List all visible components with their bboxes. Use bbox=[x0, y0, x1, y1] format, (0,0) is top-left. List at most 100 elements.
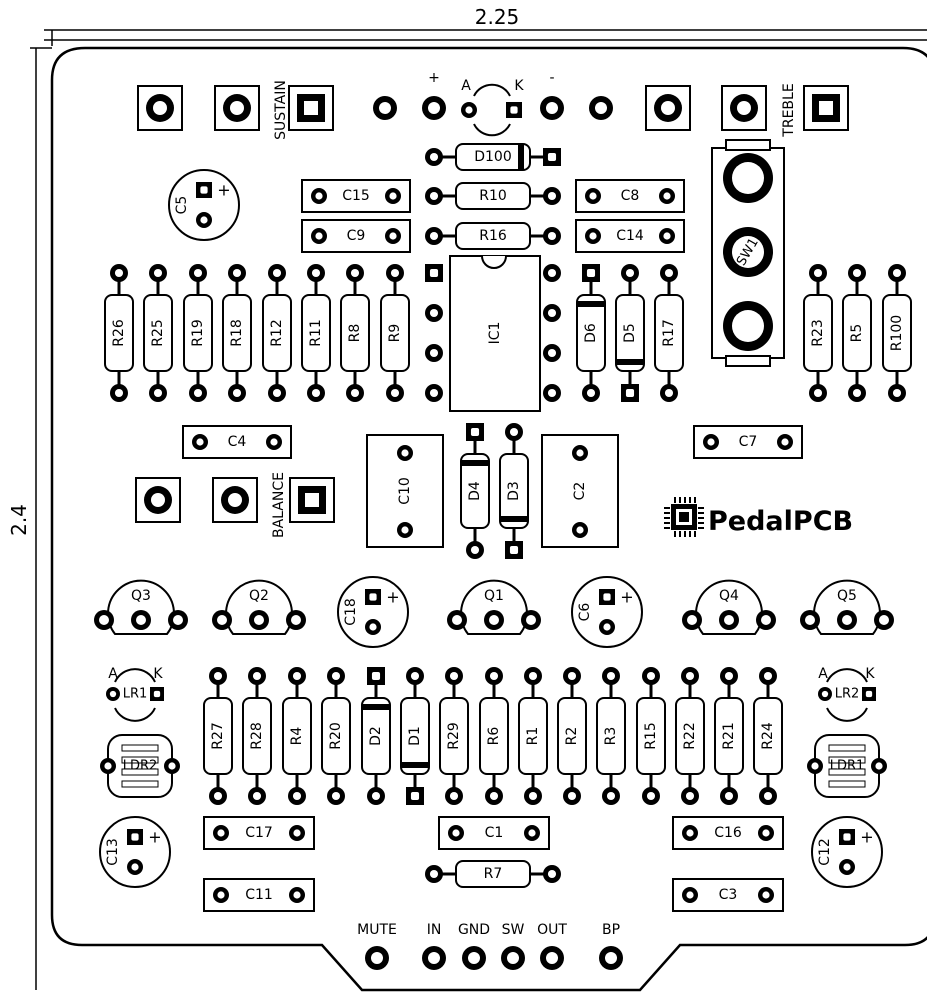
resistor-body bbox=[104, 294, 134, 372]
io-label: GND bbox=[458, 922, 490, 938]
resistor-label: R27 bbox=[210, 722, 226, 750]
width-dimension bbox=[44, 29, 927, 46]
electrolytic-capacitor bbox=[168, 169, 240, 241]
film-capacitor-label: C8 bbox=[621, 188, 640, 204]
io-label: OUT bbox=[537, 922, 567, 938]
diode-band bbox=[518, 144, 524, 170]
diode-band bbox=[401, 762, 429, 768]
film-capacitor-label: C1 bbox=[485, 825, 504, 841]
brand-name: PedalPCB bbox=[708, 506, 853, 537]
resistor-body bbox=[439, 697, 469, 775]
film-capacitor-label: C16 bbox=[714, 825, 742, 841]
led-label: LR1 bbox=[123, 687, 148, 702]
led-a-label: A bbox=[461, 78, 471, 94]
lr1-a-label: A bbox=[108, 666, 118, 682]
diode-body bbox=[499, 453, 529, 529]
resistor-body bbox=[596, 697, 626, 775]
diode-label: D5 bbox=[622, 323, 638, 343]
resistor-label: R5 bbox=[849, 324, 865, 343]
io-label: SW bbox=[502, 922, 525, 938]
resistor-body bbox=[675, 697, 705, 775]
electrolytic-capacitor bbox=[571, 576, 643, 648]
electrolytic-label: C6 bbox=[577, 603, 593, 622]
io-label: BP bbox=[602, 922, 620, 938]
film-capacitor-label: C14 bbox=[616, 228, 644, 244]
led-outline bbox=[114, 668, 156, 683]
polarity-plus: + bbox=[620, 588, 633, 607]
chip-logo-icon bbox=[664, 497, 704, 537]
resistor-body bbox=[143, 294, 173, 372]
resistor-body bbox=[518, 697, 548, 775]
diode-body bbox=[400, 697, 430, 775]
resistor-body bbox=[753, 697, 783, 775]
resistor-label: R17 bbox=[661, 319, 677, 347]
led-plus-label: + bbox=[428, 70, 440, 86]
film-capacitor-label: C3 bbox=[719, 887, 738, 903]
film-capacitor-label: C15 bbox=[342, 188, 370, 204]
diode-body bbox=[615, 294, 645, 372]
resistor-label: R25 bbox=[150, 319, 166, 347]
resistor-body bbox=[301, 294, 331, 372]
lr2-k-label: K bbox=[865, 666, 875, 682]
resistor-label: R26 bbox=[111, 319, 127, 347]
resistor-body bbox=[380, 294, 410, 372]
sustain-label: SUSTAIN bbox=[273, 80, 289, 140]
resistor-label: R10 bbox=[479, 188, 507, 204]
transistor-label: Q5 bbox=[837, 588, 857, 604]
resistor-label: R15 bbox=[643, 722, 659, 750]
resistor-label: R9 bbox=[387, 324, 403, 343]
resistor-body bbox=[455, 182, 531, 210]
height-dimension-label: 2.4 bbox=[7, 504, 31, 536]
resistor-body bbox=[636, 697, 666, 775]
resistor-label: R22 bbox=[682, 722, 698, 750]
led-outline bbox=[473, 83, 511, 97]
resistor-label: R12 bbox=[269, 319, 285, 347]
resistor-label: R16 bbox=[479, 228, 507, 244]
film-capacitor-label: C7 bbox=[739, 434, 758, 450]
electrolytic-label: C5 bbox=[174, 196, 190, 215]
electrolytic-capacitor bbox=[99, 816, 171, 888]
resistor-body bbox=[282, 697, 312, 775]
resistor-label: R18 bbox=[229, 319, 245, 347]
resistor-body bbox=[803, 294, 833, 372]
resistor-label: R23 bbox=[810, 319, 826, 347]
resistor-body bbox=[654, 294, 684, 372]
diode-band bbox=[362, 704, 390, 710]
film-capacitor-label: C11 bbox=[245, 887, 273, 903]
resistor-label: R24 bbox=[760, 722, 776, 750]
ic-notch bbox=[481, 255, 507, 269]
resistor-label: R1 bbox=[525, 727, 541, 746]
electrolytic-label: C13 bbox=[105, 838, 121, 866]
diode-band bbox=[461, 460, 489, 466]
transistor-label: Q3 bbox=[131, 588, 151, 604]
lr1-k-label: K bbox=[153, 666, 163, 682]
film-capacitor-label: C4 bbox=[228, 434, 247, 450]
board-outline bbox=[50, 46, 927, 992]
led-outline bbox=[826, 668, 868, 683]
film-capacitor-label: C9 bbox=[347, 228, 366, 244]
diode-label: D4 bbox=[467, 481, 483, 501]
diode-body bbox=[361, 697, 391, 775]
ldr-label: LDR1 bbox=[830, 759, 865, 774]
resistor-label: R100 bbox=[889, 315, 905, 351]
resistor-body bbox=[183, 294, 213, 372]
film-capacitor-label: C17 bbox=[245, 825, 273, 841]
resistor-body bbox=[203, 697, 233, 775]
resistor-body bbox=[222, 294, 252, 372]
led-label: LR2 bbox=[835, 687, 860, 702]
diode-band bbox=[577, 301, 605, 307]
diode-label: D6 bbox=[583, 323, 599, 343]
resistor-label: R7 bbox=[484, 866, 503, 882]
polarity-plus: + bbox=[148, 828, 161, 847]
diode-label: D1 bbox=[407, 726, 423, 746]
resistor-body bbox=[455, 860, 531, 888]
diode-label: D2 bbox=[368, 726, 384, 746]
diode-band bbox=[616, 359, 644, 365]
resistor-body bbox=[455, 222, 531, 250]
diode-label: D100 bbox=[474, 149, 512, 165]
ldr-label: LDR2 bbox=[123, 759, 158, 774]
io-label: IN bbox=[427, 922, 442, 938]
ic-label: IC1 bbox=[487, 322, 503, 345]
width-dimension-label: 2.25 bbox=[475, 5, 520, 29]
